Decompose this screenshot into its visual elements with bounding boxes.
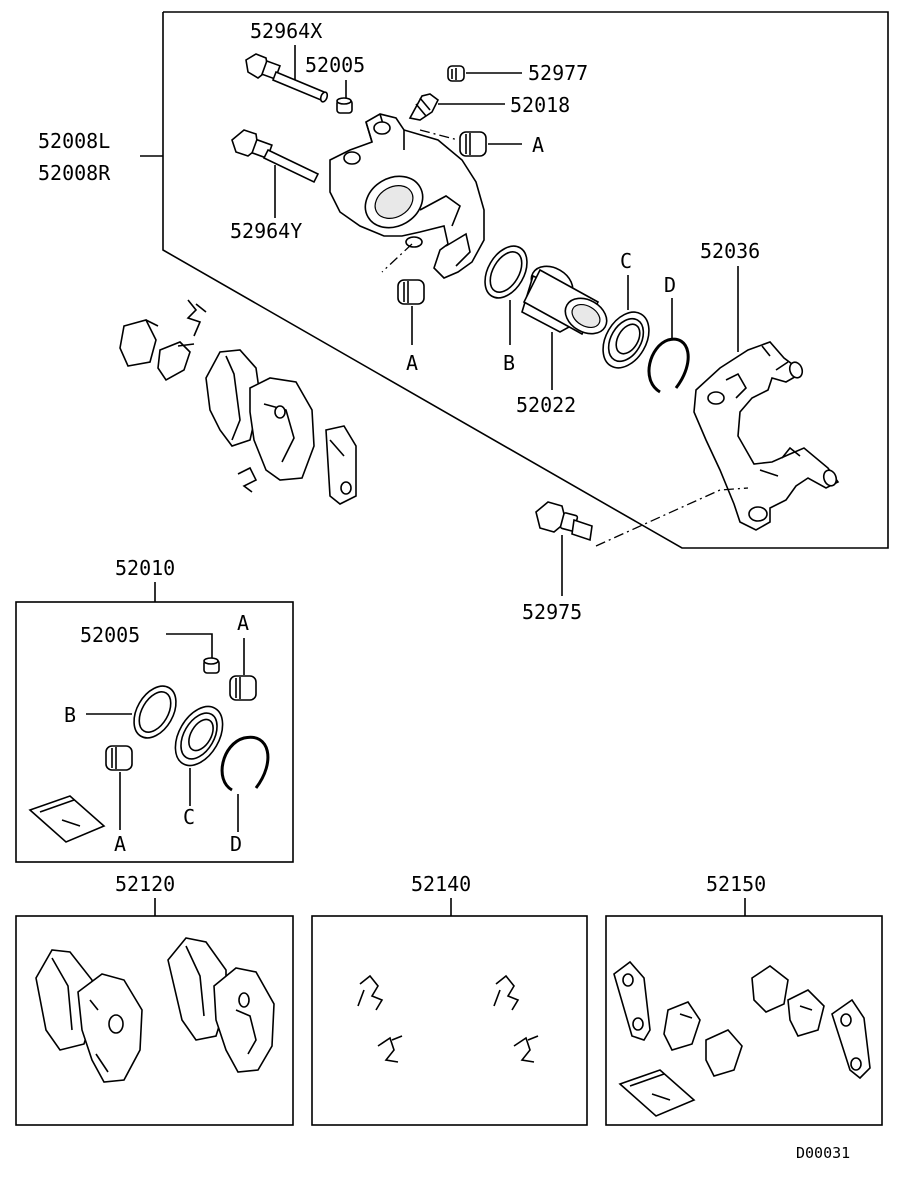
label-a-kit-bottom: A	[114, 832, 126, 856]
bushing-main: 52005	[305, 53, 365, 114]
label-a-upper: A	[532, 133, 544, 157]
label-a-lower: A	[406, 351, 418, 375]
label-52005-kit: 52005	[80, 623, 140, 647]
label-52008r: 52008R	[38, 161, 111, 185]
seal-kit: 52010 52005 A B C D A	[15, 556, 294, 863]
callout-caliper-assembly: 52008L 52008R	[38, 129, 163, 185]
label-52018: 52018	[510, 93, 570, 117]
piston-seal-b: B	[484, 245, 528, 375]
boot-a-lower: A	[397, 279, 425, 375]
label-52964y: 52964Y	[230, 219, 302, 243]
clip-kit: 52140	[311, 872, 588, 1126]
seal-kit-title: 52010	[115, 556, 175, 580]
pad-exploded-group	[119, 299, 357, 505]
grease-packet	[618, 1069, 696, 1117]
piston: 52022	[516, 265, 608, 417]
pad-set-title: 52120	[115, 872, 175, 896]
piston-boot-c: C	[602, 249, 650, 369]
label-52975: 52975	[522, 600, 582, 624]
boot-a-upper: A	[419, 129, 544, 157]
label-52036: 52036	[700, 239, 760, 263]
drawing-code: D00031	[796, 1144, 850, 1162]
label-52005-main: 52005	[305, 53, 365, 77]
label-d-kit: D	[230, 832, 242, 856]
label-52964x: 52964X	[250, 19, 322, 43]
label-c-main: C	[620, 249, 632, 273]
caliper-support: 52036	[693, 239, 840, 531]
shim-kit-title: 52150	[706, 872, 766, 896]
bleeder-screw: 52018	[408, 93, 570, 121]
bleeder-cap: 52977	[447, 61, 588, 85]
label-b: B	[503, 351, 515, 375]
label-b-kit: B	[64, 703, 76, 727]
clip-kit-title: 52140	[411, 872, 471, 896]
label-52022: 52022	[516, 393, 576, 417]
label-a-kit-top: A	[237, 611, 249, 635]
label-d-main: D	[664, 273, 676, 297]
snap-ring-d: D	[647, 273, 690, 394]
pad-set: 52120	[15, 872, 294, 1126]
label-52008l: 52008L	[38, 129, 110, 153]
label-c-kit: C	[183, 805, 195, 829]
guide-pin-y: 52964Y	[230, 129, 320, 243]
support-bolt: 52975	[522, 487, 749, 624]
caliper-body	[329, 113, 485, 279]
caliper-assembly-frame	[162, 11, 889, 549]
label-52977: 52977	[528, 61, 588, 85]
guide-pin-x: 52964X	[245, 19, 329, 103]
grease-packet	[28, 795, 106, 843]
shim-kit: 52150	[605, 872, 883, 1126]
